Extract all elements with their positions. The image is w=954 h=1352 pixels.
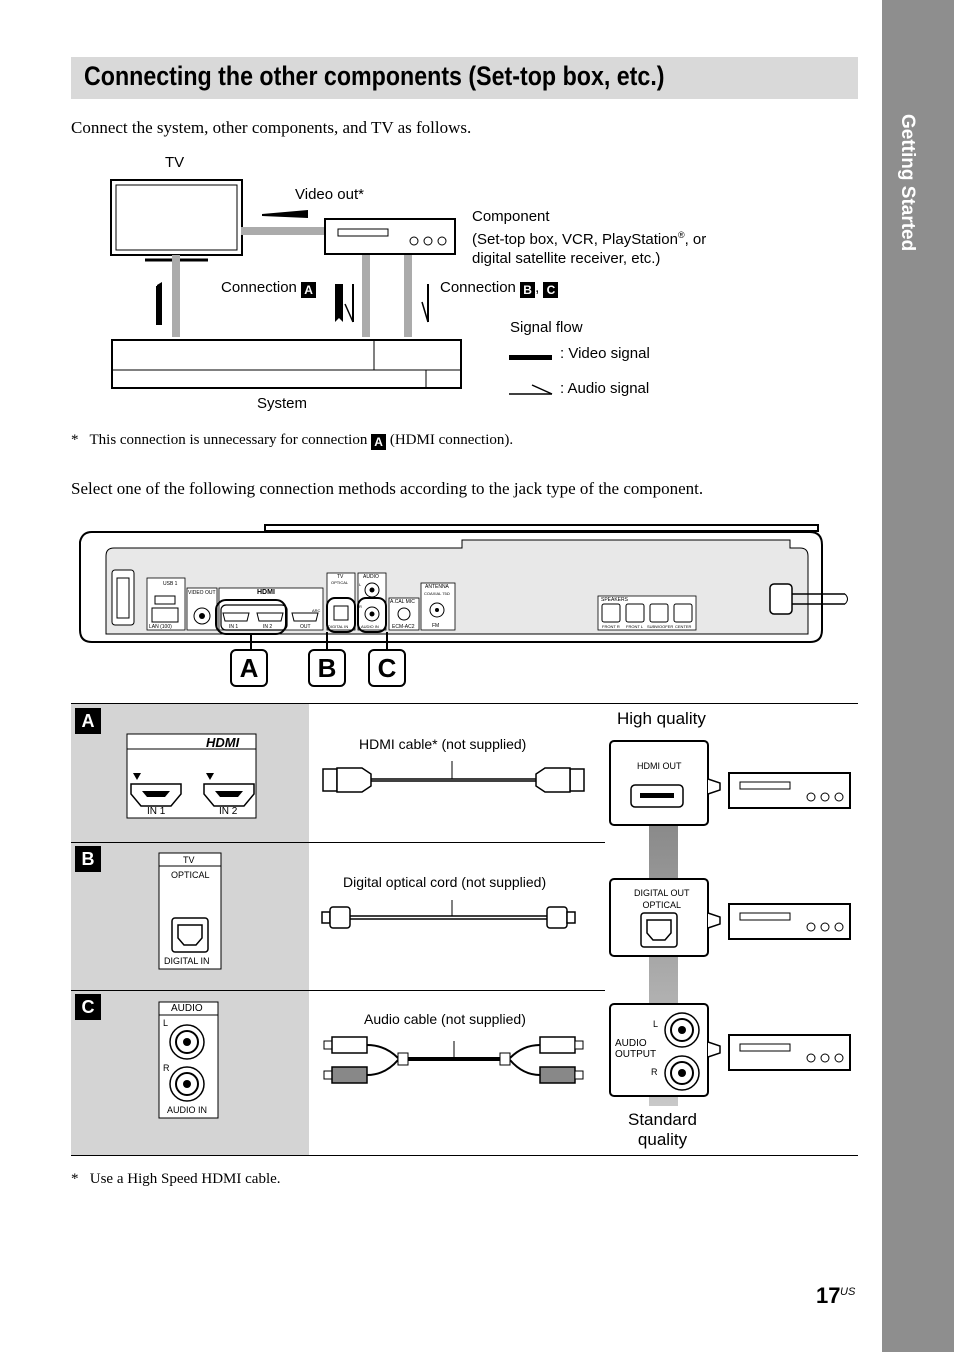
- footnote-hdmi-connection: * This connection is unnecessary for con…: [71, 432, 514, 450]
- panel-audio-in-label: AUDIO IN: [361, 624, 379, 629]
- high-quality-label: High quality: [617, 709, 706, 728]
- jack-label-c: C: [368, 649, 406, 687]
- row-c-out-l: L: [653, 1019, 659, 1029]
- panel-antenna-label: ANTENNA: [425, 584, 449, 590]
- row-c-out-r: R: [651, 1067, 658, 1077]
- panel-tv-label: TV: [337, 574, 344, 580]
- panel-usb-label: USB 1: [163, 581, 178, 587]
- row-c-r: R: [163, 1063, 170, 1073]
- section-sidebar: [882, 0, 954, 1352]
- panel-acal-label: A.CAL MIC: [390, 599, 415, 605]
- system-label: System: [257, 395, 308, 412]
- title-bar: [71, 57, 858, 99]
- select-instruction: Select one of the following connection m…: [71, 479, 704, 498]
- row-a-in1: IN 1: [147, 806, 166, 817]
- row-b-badge: B: [75, 846, 101, 872]
- tv-illustration: [110, 179, 243, 262]
- video-out-label: Video out*: [295, 186, 364, 203]
- panel-audio-label: AUDIO: [363, 574, 379, 580]
- intro-text: Connect the system, other components, an…: [71, 118, 472, 137]
- page-title: Connecting the other components (Set-top…: [84, 61, 665, 91]
- row-c-audio: AUDIO: [171, 1003, 203, 1014]
- panel-video-out-label: VIDEO OUT: [188, 590, 216, 596]
- panel-subwoofer-label: SUBWOOFER: [647, 624, 674, 629]
- footnote-hdmi-cable: * Use a High Speed HDMI cable.: [71, 1171, 281, 1187]
- panel-l-label: L: [359, 582, 362, 587]
- row-a-badge: A: [75, 708, 101, 734]
- connection-a-label: Connection A: [221, 279, 317, 298]
- panel-front-r-label: FRONT R: [602, 624, 620, 629]
- row-c-audio-in: AUDIO IN: [167, 1105, 208, 1115]
- panel-optical-label: OPTICAL: [331, 580, 349, 585]
- row-a-component: [728, 772, 851, 809]
- page-number-suffix: US: [840, 1286, 856, 1298]
- hdmi-out-label: HDMI OUT: [637, 761, 682, 771]
- connection-bc-label: Connection B, C: [440, 279, 559, 298]
- connection-table-illustrations: [126, 733, 851, 1119]
- panel-speakers-label: SPEAKERS: [601, 597, 628, 603]
- panel-lan-label: LAN (100): [149, 624, 172, 630]
- system-illustration: [111, 339, 462, 389]
- panel-in2-label: IN 2: [263, 624, 273, 630]
- row-b-optical: OPTICAL: [171, 870, 210, 880]
- panel-out-label: OUT: [300, 624, 311, 630]
- component-illustration: [324, 218, 456, 255]
- panel-hdmi-logo: HDMI: [257, 589, 275, 596]
- row-b-component: [728, 903, 851, 940]
- panel-front-l-label: FRONT L: [626, 624, 644, 629]
- panel-fm-label: FM: [432, 623, 440, 629]
- tv-label: TV: [165, 154, 185, 171]
- panel-center-label: CENTER: [675, 624, 692, 629]
- panel-arc-label: ARC: [312, 608, 321, 613]
- row-a-in2: IN 2: [219, 806, 238, 817]
- row-c-badge: C: [75, 994, 101, 1020]
- panel-digital-in-label: DIGITAL IN: [328, 624, 349, 629]
- jack-label-b: B: [308, 649, 346, 687]
- row-b-digital-in: DIGITAL IN: [164, 956, 210, 966]
- row-b-tv: TV: [183, 855, 195, 865]
- table-bottom-rule: [71, 1155, 858, 1156]
- connection-diagram: [110, 179, 553, 395]
- hdmi-cable-label: HDMI cable* (not supplied): [359, 736, 527, 752]
- video-signal-label: : Video signal: [560, 345, 650, 362]
- optical-cord-label: Digital optical cord (not supplied): [343, 874, 547, 890]
- signal-flow-label: Signal flow: [510, 319, 583, 336]
- jack-label-a: A: [230, 649, 268, 687]
- audio-cable-label: Audio cable (not supplied): [364, 1011, 526, 1027]
- table-row-rule-2: [71, 990, 605, 991]
- table-row-rule-1: [71, 842, 605, 843]
- rear-panel-illustration: [79, 524, 848, 650]
- row-c-component: [728, 1034, 851, 1071]
- audio-signal-label: : Audio signal: [560, 380, 650, 397]
- table-top-rule: [71, 703, 858, 704]
- component-label: Component (Set-top box, VCR, PlayStation…: [472, 208, 707, 267]
- row-c-l: L: [163, 1018, 169, 1028]
- panel-ecm-label: ECM-AC2: [392, 624, 415, 630]
- panel-coaxial-label: COAXIAL 75Ω: [424, 591, 450, 596]
- row-a-hdmi-logo: HDMI: [206, 735, 240, 750]
- panel-r-label: R: [359, 604, 362, 609]
- page-number: 17: [816, 1283, 841, 1308]
- panel-in1-label: IN 1: [229, 624, 239, 630]
